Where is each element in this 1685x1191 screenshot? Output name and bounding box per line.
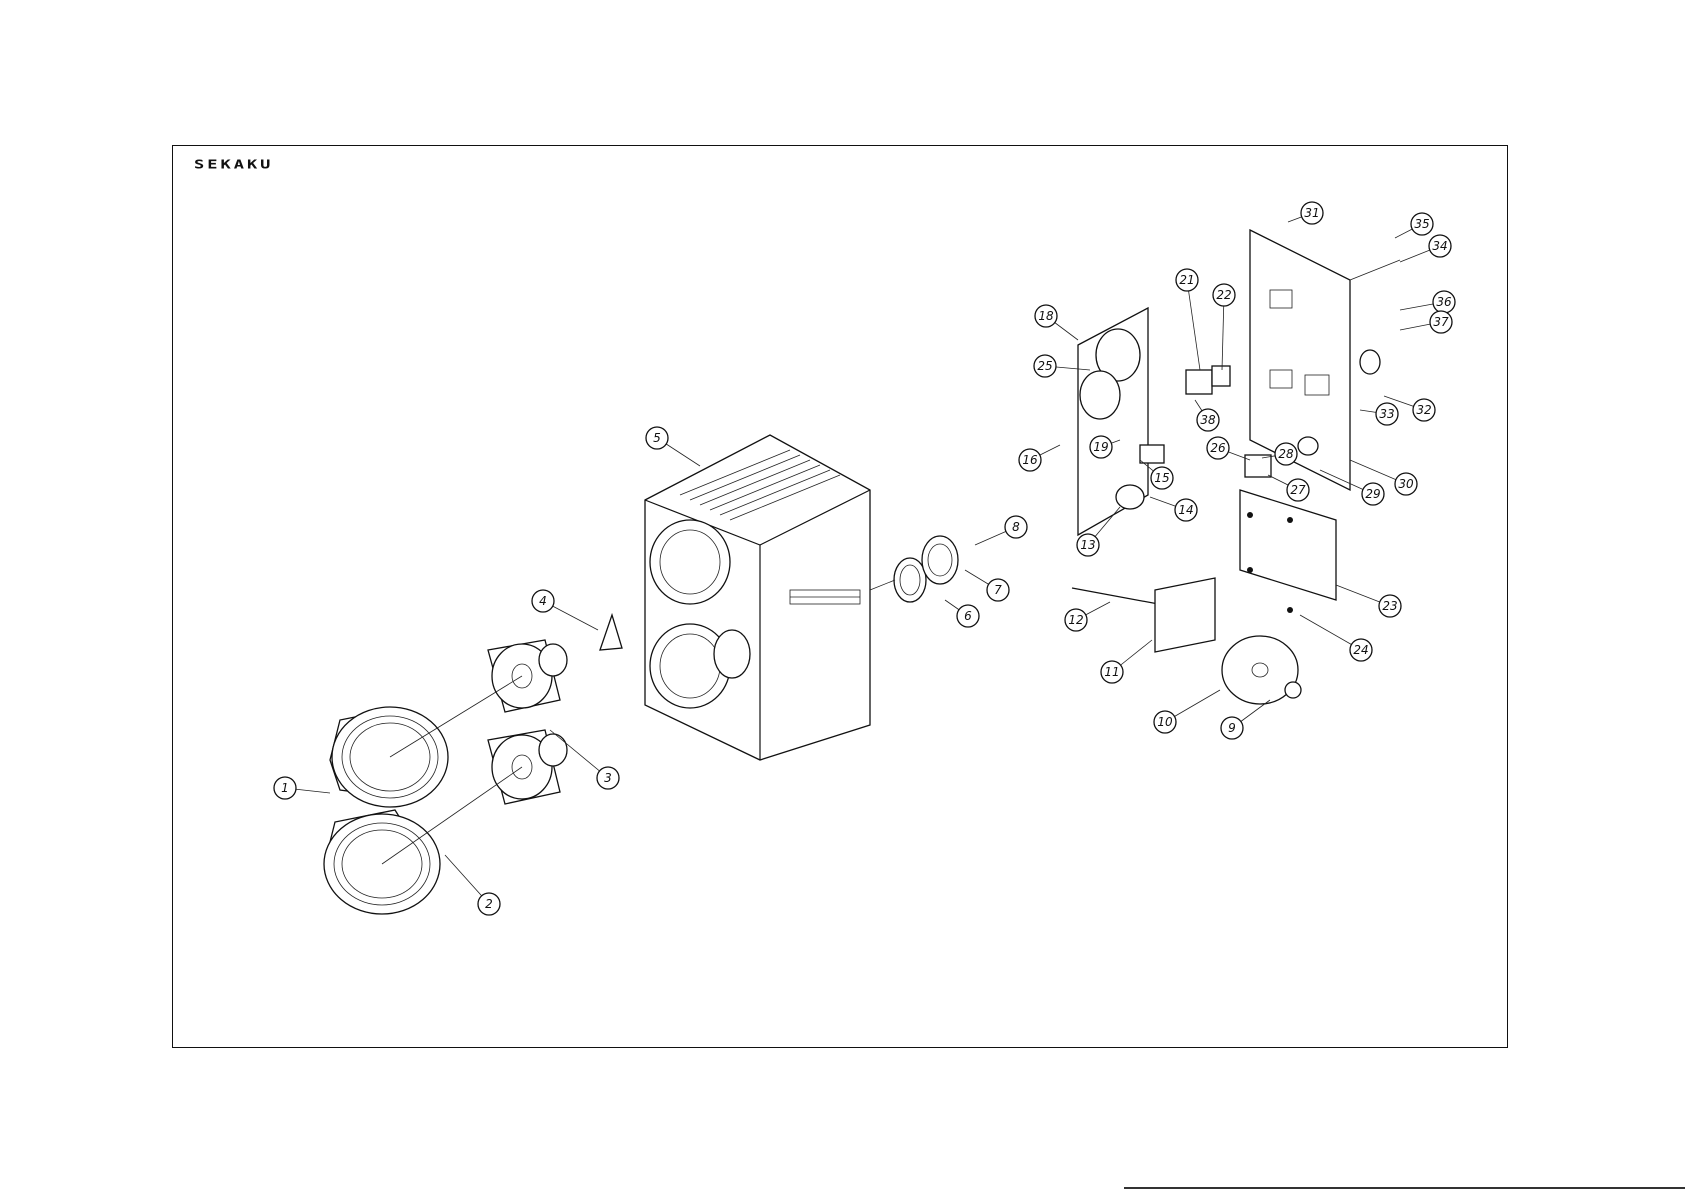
callout-label: 22 xyxy=(1216,288,1231,302)
callout-36: 36 xyxy=(1400,291,1455,313)
callout-5: 5 xyxy=(646,427,700,466)
callout-label: 5 xyxy=(653,431,661,445)
callout-label: 14 xyxy=(1178,503,1193,517)
speaker-grille-lower xyxy=(324,810,440,914)
callout-22: 22 xyxy=(1213,284,1235,370)
callout-label: 3 xyxy=(604,771,612,785)
callout-label: 34 xyxy=(1432,239,1447,253)
callout-label: 27 xyxy=(1290,483,1306,497)
callout-6: 6 xyxy=(945,600,979,627)
woofer-lower xyxy=(488,730,567,804)
callout-12: 12 xyxy=(1065,602,1110,631)
callout-24: 24 xyxy=(1300,615,1372,661)
callout-label: 26 xyxy=(1210,441,1226,455)
callout-2: 2 xyxy=(445,855,500,915)
callout-34: 34 xyxy=(1400,235,1451,262)
callout-31: 31 xyxy=(1288,202,1323,224)
callout-label: 30 xyxy=(1398,477,1414,491)
callout-label: 10 xyxy=(1157,715,1173,729)
callout-label: 25 xyxy=(1037,359,1052,373)
callout-33: 33 xyxy=(1360,403,1398,425)
callout-16: 16 xyxy=(1019,445,1060,471)
callout-label: 28 xyxy=(1278,447,1294,461)
callout-label: 12 xyxy=(1068,613,1083,627)
main-pcb xyxy=(1250,230,1400,490)
leader-line xyxy=(1187,280,1200,370)
callout-label: 16 xyxy=(1022,453,1038,467)
callout-27: 27 xyxy=(1268,475,1309,501)
callout-label: 31 xyxy=(1304,206,1319,220)
woofer-upper xyxy=(488,640,567,712)
callout-26: 26 xyxy=(1207,437,1250,460)
callout-23: 23 xyxy=(1336,585,1401,617)
callout-label: 37 xyxy=(1433,315,1449,329)
callout-label: 18 xyxy=(1038,309,1054,323)
port-wedge xyxy=(600,615,622,650)
callout-label: 38 xyxy=(1200,413,1216,427)
callout-label: 35 xyxy=(1414,217,1429,231)
callout-label: 1 xyxy=(281,781,289,795)
callout-label: 24 xyxy=(1353,643,1368,657)
callout-11: 11 xyxy=(1101,640,1152,683)
callout-label: 15 xyxy=(1154,471,1169,485)
transformer-and-bolt xyxy=(1072,578,1301,704)
speaker-cabinet xyxy=(645,435,870,760)
callout-label: 2 xyxy=(485,897,493,911)
page-bottom-rule xyxy=(1124,1187,1685,1189)
callout-35: 35 xyxy=(1395,213,1433,238)
callout-7: 7 xyxy=(965,570,1009,601)
callout-37: 37 xyxy=(1400,311,1452,333)
callout-label: 11 xyxy=(1104,665,1119,679)
callout-14: 14 xyxy=(1150,497,1197,521)
speaker-grille-upper xyxy=(330,707,448,807)
callout-10: 10 xyxy=(1154,690,1220,733)
callout-label: 6 xyxy=(964,609,972,623)
callout-label: 36 xyxy=(1436,295,1452,309)
callout-4: 4 xyxy=(532,590,598,630)
callout-label: 8 xyxy=(1012,520,1020,534)
callout-8: 8 xyxy=(975,516,1027,545)
callout-label: 32 xyxy=(1416,403,1431,417)
callout-label: 23 xyxy=(1382,599,1397,613)
callout-label: 4 xyxy=(539,594,547,608)
callout-18: 18 xyxy=(1035,305,1078,340)
port-tube xyxy=(922,536,958,584)
callout-label: 33 xyxy=(1379,407,1394,421)
callout-label: 21 xyxy=(1179,273,1194,287)
callout-38: 38 xyxy=(1195,400,1219,431)
callout-1: 1 xyxy=(274,777,330,799)
callout-label: 13 xyxy=(1080,538,1095,552)
callout-21: 21 xyxy=(1176,269,1200,370)
mounting-bracket xyxy=(1240,490,1336,613)
callout-9: 9 xyxy=(1221,700,1270,739)
callout-label: 29 xyxy=(1365,487,1380,501)
callout-label: 7 xyxy=(994,583,1002,597)
callout-label: 9 xyxy=(1228,721,1236,735)
callout-label: 19 xyxy=(1093,440,1108,454)
